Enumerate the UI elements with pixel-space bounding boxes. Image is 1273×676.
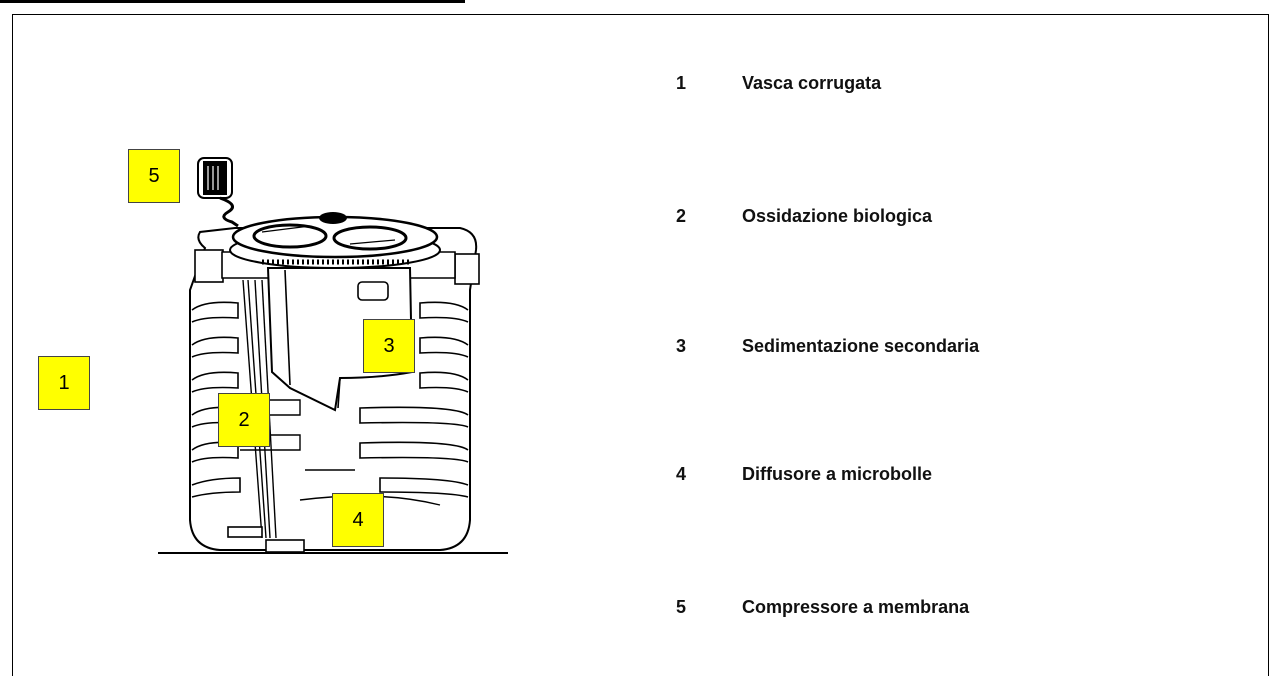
diffuser-left bbox=[227, 526, 263, 538]
callout-4-number: 4 bbox=[352, 508, 364, 531]
side-port-left bbox=[194, 249, 224, 283]
legend-label: Sedimentazione secondaria bbox=[742, 336, 980, 356]
tank-illustration bbox=[158, 157, 508, 554]
inlet-pipe bbox=[357, 281, 389, 301]
legend-label: Vasca corrugata bbox=[742, 73, 882, 93]
legend-number: 1 bbox=[676, 73, 687, 93]
legend-label: Diffusore a microbolle bbox=[742, 464, 933, 484]
legend-label: Compressore a membrana bbox=[742, 597, 970, 617]
diffuser-right bbox=[265, 539, 305, 553]
side-port-right bbox=[454, 253, 480, 285]
callout-3: 3 bbox=[363, 319, 415, 373]
callout-2: 2 bbox=[218, 393, 270, 447]
legend-number: 5 bbox=[676, 597, 687, 617]
callout-1: 1 bbox=[38, 356, 90, 410]
lid-center-knob bbox=[319, 212, 347, 224]
legend-number: 4 bbox=[676, 464, 687, 484]
legend-number: 3 bbox=[676, 336, 687, 356]
header-underline bbox=[0, 0, 465, 3]
callout-1-number: 1 bbox=[58, 371, 70, 394]
callout-3-number: 3 bbox=[383, 334, 395, 357]
compressor bbox=[197, 157, 239, 228]
callout-5-number: 5 bbox=[148, 164, 160, 187]
figure-frame bbox=[12, 14, 1269, 676]
callout-5: 5 bbox=[128, 149, 180, 203]
lid-cap-right bbox=[332, 225, 408, 251]
legend-label: Ossidazione biologica bbox=[742, 206, 933, 226]
callout-2-number: 2 bbox=[238, 408, 250, 431]
legend-number: 2 bbox=[676, 206, 687, 226]
tank-ribs-right bbox=[359, 301, 469, 498]
callout-4: 4 bbox=[332, 493, 384, 547]
